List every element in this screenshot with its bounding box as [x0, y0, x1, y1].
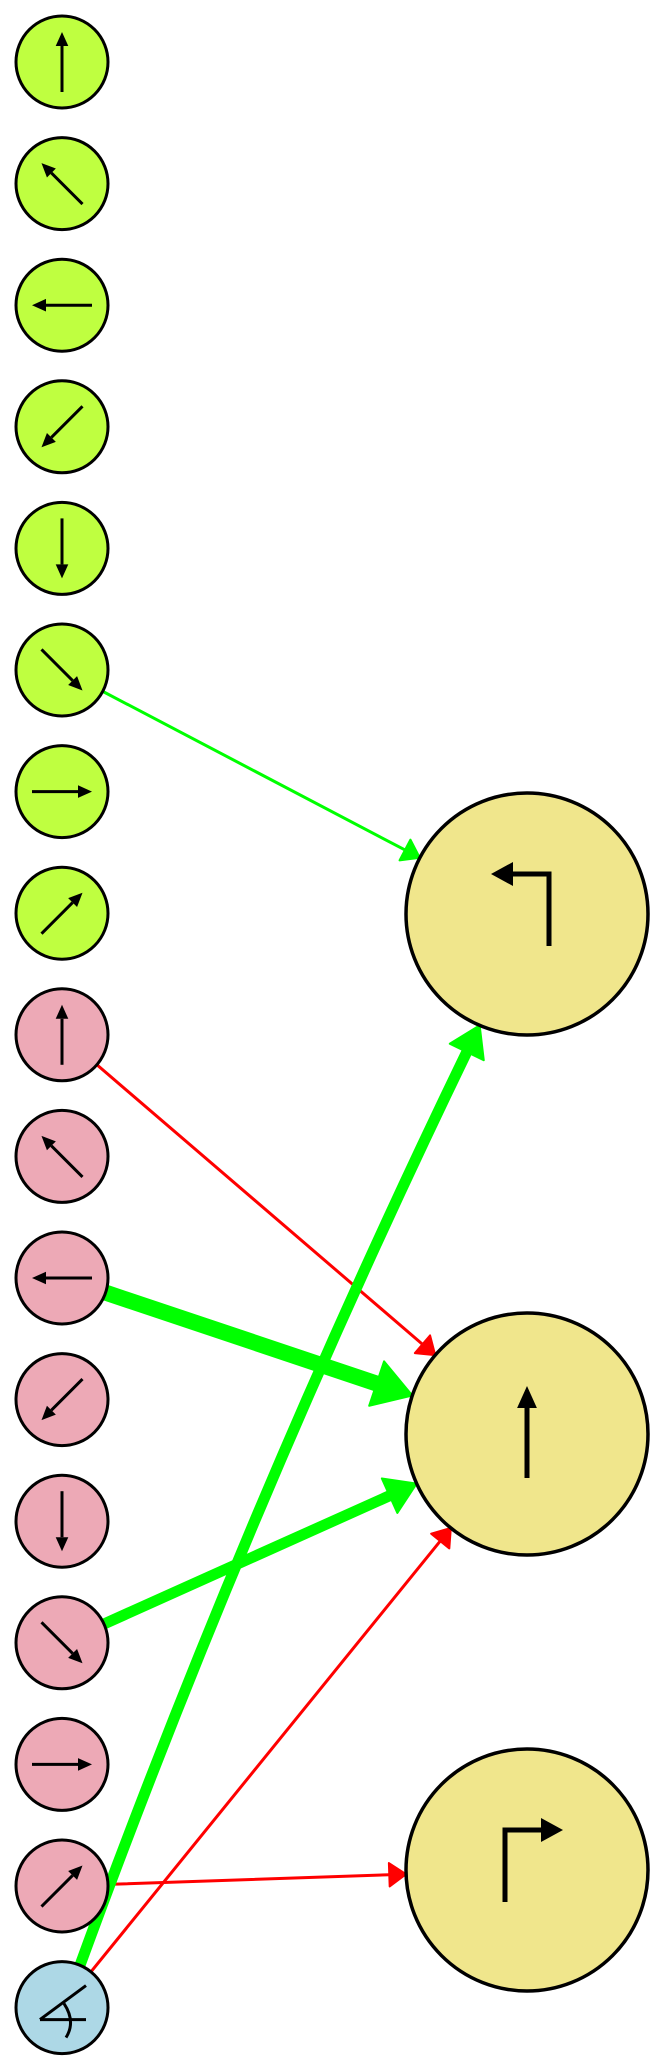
edge-arrowhead: [380, 1477, 418, 1514]
edge-line: [101, 689, 407, 852]
edge-g5-to-o0: [101, 689, 421, 862]
input-node-g5: [14, 622, 110, 718]
node-circle: [404, 1747, 650, 1993]
edge-arrowhead: [368, 1360, 414, 1407]
arrow-up-icon: [55, 32, 69, 92]
edge-b0-to-o0: [74, 1024, 485, 1971]
node-circle: [404, 791, 650, 1037]
arrow-left-icon: [32, 1271, 92, 1285]
input-node-p1: [14, 1108, 110, 1204]
turn-left-icon: [491, 862, 552, 946]
edge-line: [106, 1873, 391, 1886]
edge-p7-to-o2: [106, 1862, 408, 1888]
arrow-down-left-icon: [41, 405, 84, 448]
input-node-b0: [14, 1960, 110, 2056]
arrow-right-icon: [32, 785, 92, 798]
edge-b0-to-o1: [89, 1526, 452, 1974]
edge-arrowhead: [430, 1526, 452, 1550]
arrow-up-right-icon: [40, 1865, 83, 1908]
input-node-g0: [14, 14, 110, 110]
arrow-up-left-icon: [41, 163, 84, 206]
input-node-p0: [14, 987, 110, 1083]
input-node-g6: [14, 744, 110, 840]
edge-line: [89, 1539, 442, 1974]
edges-layer: [74, 689, 485, 1974]
angle-icon: [39, 1984, 87, 2039]
input-node-p6: [14, 1716, 110, 1812]
input-node-p3: [14, 1352, 110, 1448]
edge-arrowhead: [398, 838, 421, 862]
edge-arrowhead: [413, 1334, 437, 1357]
edge-p2-to-o1: [97, 1284, 414, 1407]
output-node-o0: [404, 791, 650, 1037]
output-node-o1: [404, 1311, 650, 1557]
edge-arrowhead: [448, 1024, 485, 1062]
arrow-left-icon: [32, 298, 92, 312]
input-node-p7: [14, 1838, 110, 1934]
turn-right-icon: [502, 1818, 563, 1902]
arrow-down-icon: [55, 1491, 69, 1552]
arrow-right-icon: [32, 1758, 92, 1771]
arrow-up-left-icon: [41, 1135, 84, 1178]
input-node-g4: [14, 500, 110, 596]
arrow-up-icon: [55, 1004, 69, 1065]
arrow-down-icon: [55, 518, 69, 579]
input-node-g3: [14, 379, 110, 475]
node-circle: [14, 1960, 110, 2056]
edge-line: [74, 1046, 473, 1971]
straight-up-icon: [517, 1386, 537, 1478]
edge-arrowhead: [387, 1862, 408, 1888]
nodes-layer: [14, 14, 650, 2056]
arrow-down-right-icon: [40, 648, 83, 691]
arrow-up-right-icon: [40, 892, 83, 935]
arrow-down-right-icon: [40, 1621, 83, 1664]
input-node-p2: [14, 1230, 110, 1326]
input-node-p4: [14, 1473, 110, 1569]
input-node-g2: [14, 257, 110, 353]
edge-line: [98, 1490, 396, 1630]
edge-line: [95, 1063, 424, 1346]
arrow-down-left-icon: [41, 1378, 84, 1421]
input-node-p5: [14, 1595, 110, 1691]
input-node-g7: [14, 865, 110, 961]
output-node-o2: [404, 1747, 650, 1993]
edge-p5-to-o1: [98, 1477, 418, 1630]
input-node-g1: [14, 136, 110, 232]
edge-line: [97, 1284, 385, 1392]
edge-p0-to-o1: [95, 1063, 437, 1357]
